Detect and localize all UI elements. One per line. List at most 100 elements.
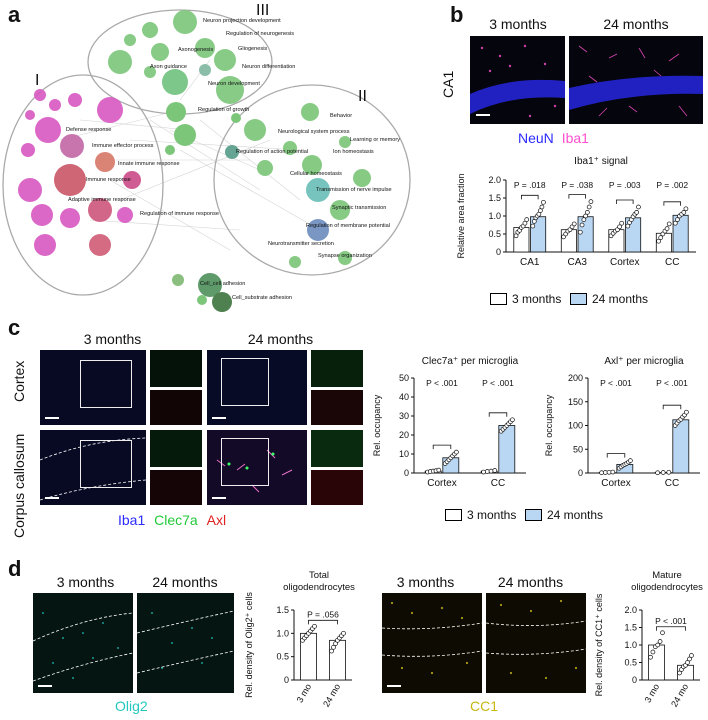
p-value-label: P < .001 [426,378,458,388]
data-point [666,469,672,475]
data-point [634,210,640,215]
data-point [660,470,666,475]
data-point [677,670,682,676]
scale-bar [212,417,226,419]
significance-bracket [615,199,634,204]
significance-bracket [606,453,626,458]
p-value-label: P = .056 [307,609,339,619]
data-point [530,223,536,229]
data-point [684,409,689,415]
row-label: Corpus callosum [11,433,27,538]
data-point [488,468,494,474]
term: Defense response [66,127,112,133]
term: Cell_substrate adhesion [232,295,293,301]
significance-bracket [662,404,682,410]
legend-item-3mo: 3 months [445,508,516,522]
stain-iba1: Iba1 [118,512,146,528]
significance-bracket [520,194,539,200]
y-axis-label: Rel. density of CC1⁺ cells [594,593,604,696]
inset-red [150,390,202,425]
micrograph-c-cc-24mo [207,430,307,505]
stain-cc1: CC1 [470,698,499,714]
y-axis-label: Rel. density of Olig2⁺ cells [244,592,254,698]
panel-b-label: b [450,2,464,27]
legend-label: 3 months [512,292,562,306]
col-header: 3 months [396,574,455,590]
term: Axonogenesis [178,47,214,53]
row-label: Cortex [11,360,27,402]
term: Regulation of growth [198,107,250,113]
y-axis-label: Relative area fraction [456,173,466,258]
x-tick-label: 3 mo [295,682,314,704]
y-tick-label: 50 [573,444,583,454]
data-point [683,206,689,212]
legend-swatch-open [445,509,462,521]
scale-bar [387,685,401,687]
term: Ion homeostasis [333,149,374,155]
data-point [658,235,664,240]
p-value-label: P < .001 [655,616,687,626]
term: Immune effector process [92,143,154,149]
y-tick-label: 0.5 [488,229,501,239]
x-tick-label: Cortex [427,478,456,489]
y-tick-label: 2.0 [624,605,637,615]
micrograph-d-cc1-24mo [486,593,586,693]
significance-bracket [663,201,682,206]
scale-bar [476,114,490,116]
data-point [541,199,546,205]
legend-label: 24 months [592,292,649,306]
stain-neun: NeuN [518,130,554,146]
term: Immune response [86,177,131,183]
legend-item-24mo: 24 months [570,292,648,306]
term: Behavior [330,113,353,119]
y-tick-label: 10 [399,449,409,459]
term: Learning or memory [350,137,401,143]
term: Cellular homeostasis [290,171,342,177]
inset-box [221,358,269,406]
p-value-label: P < .001 [600,378,632,388]
data-point [571,221,577,227]
panel-d-label: d [8,556,22,581]
x-tick-label: CC [665,257,679,268]
y-axis-label: Rel. occupancy [544,394,554,456]
inset-red [311,470,363,505]
chart-cc1-density: Matureoligodendrocytes00.51.01.52.0Rel. … [594,570,703,709]
data-point [666,221,672,227]
bar [672,214,689,253]
y-tick-label: 1.5 [624,623,637,633]
inset-box [80,360,132,408]
term: Transmission of nerve impulse [316,187,392,193]
significance-bracket [488,412,508,417]
significance-bracket [308,619,338,625]
x-tick-label: CC [665,478,679,489]
data-point [655,470,660,476]
data-point [660,630,665,636]
micrograph-d-olig2-24mo [137,593,234,693]
data-point [579,222,585,228]
stain-olig2: Olig2 [115,698,148,714]
data-point [636,204,641,210]
data-point [492,468,498,473]
micrograph-d-cc1-3mo [382,593,482,693]
inset-green [311,430,363,467]
col-header: 24 months [152,574,218,590]
data-point [524,217,530,222]
data-point [539,204,545,210]
y-tick-label: 1.0 [276,628,289,638]
micrograph-c-cc-3mo [40,430,146,505]
data-point [655,642,661,648]
term: Regulation of membrane potential [306,223,390,229]
data-point [329,648,334,654]
term: Neuron differentiation [242,64,296,70]
y-tick-label: 40 [399,392,409,402]
x-tick-label: CA3 [568,257,588,268]
inset-green [311,350,363,387]
inset-box [221,438,269,486]
cluster-III-label: III [256,2,270,19]
p-value-label: P < .001 [482,378,514,388]
x-tick-label: CA1 [520,257,540,268]
col-header: 3 months [56,574,115,590]
significance-bracket [656,626,686,631]
legend-label: 3 months [467,508,517,522]
